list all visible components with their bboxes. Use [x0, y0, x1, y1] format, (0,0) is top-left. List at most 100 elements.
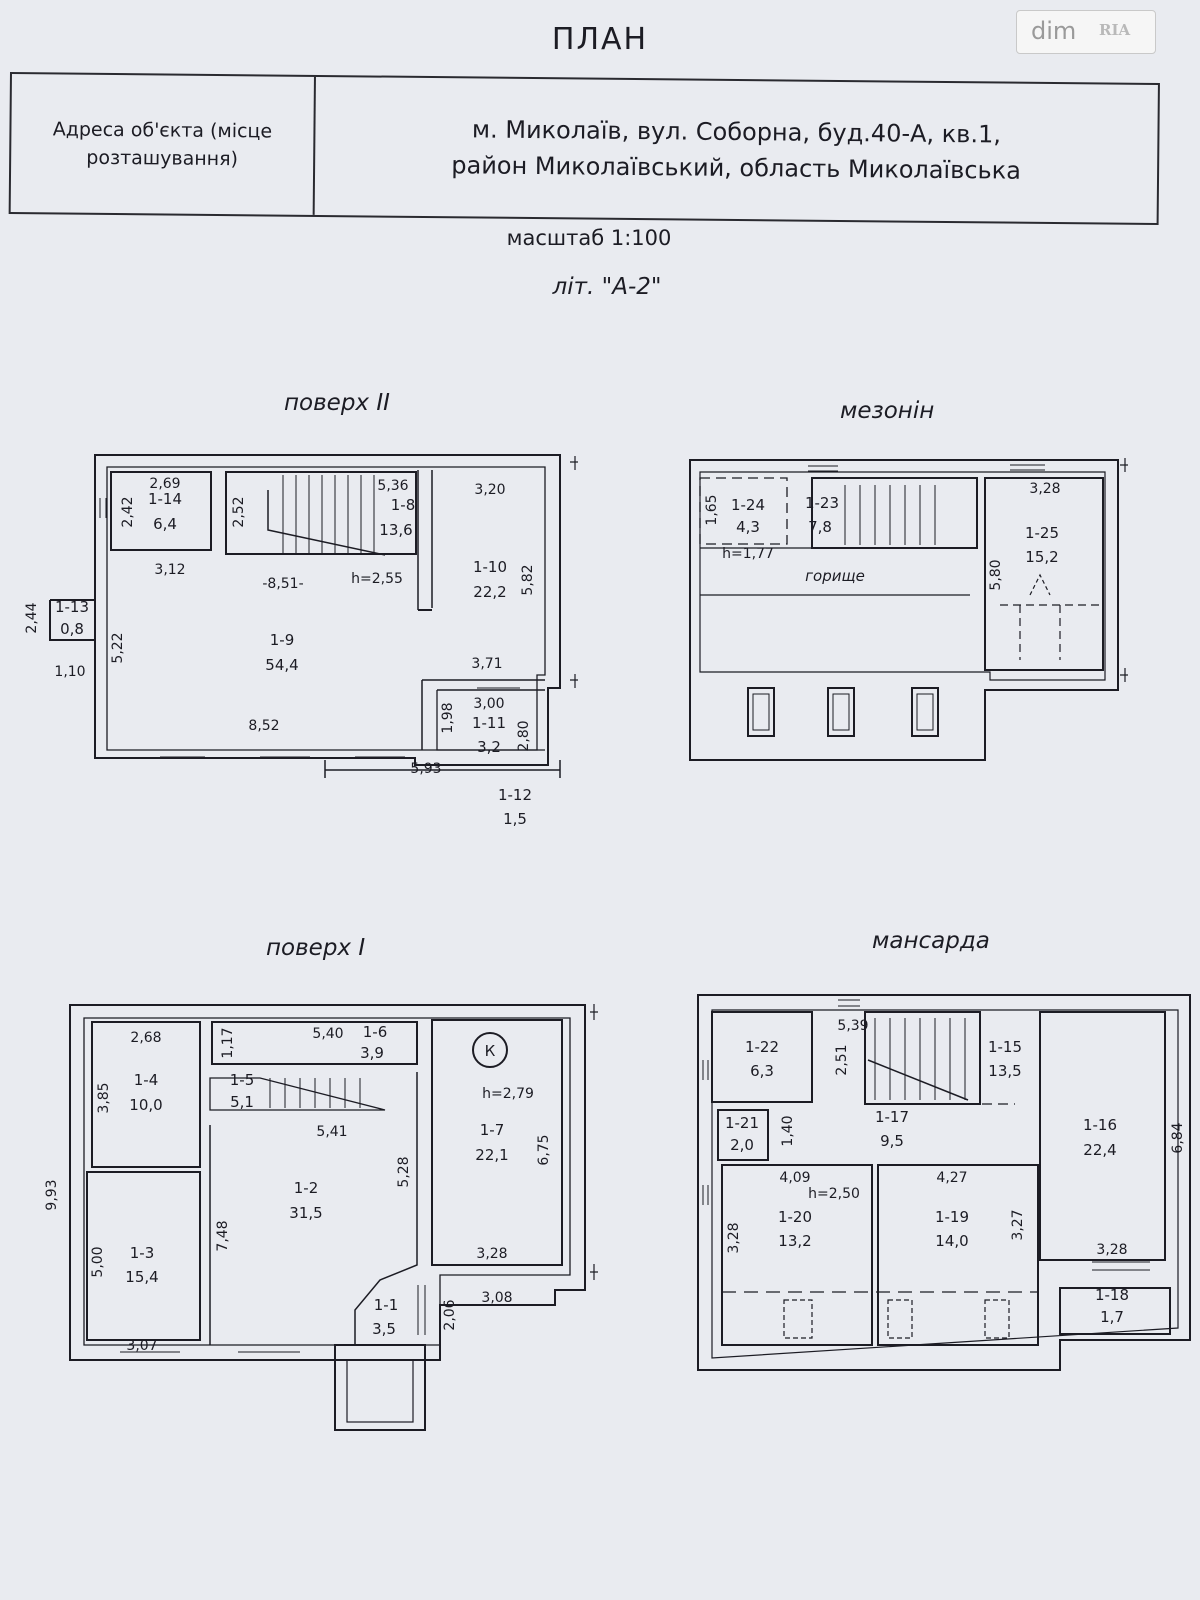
room-1-15-area: 13,5: [988, 1062, 1021, 1080]
dim-floor1-12: 3,08: [481, 1290, 512, 1306]
mezzanine-skylight-1: [747, 687, 775, 737]
floor1-plan: [69, 1004, 598, 1431]
plan-title: ПЛАН: [551, 22, 649, 57]
attic-space-label: горище: [805, 567, 865, 585]
dim-attic-8: 6,84: [1170, 1122, 1186, 1153]
room-1-19-outline: [877, 1164, 1039, 1346]
room-1-25-area: 15,2: [1025, 548, 1058, 566]
dim-mezz-2: 3,28: [1029, 481, 1060, 497]
room-1-12-area: 1,5: [503, 810, 527, 828]
mezzanine-plan: [689, 458, 1128, 761]
room-1-21-outline: [717, 1109, 769, 1161]
room-1-4-outline: [91, 1021, 201, 1168]
room-1-14-id: 1-14: [148, 490, 182, 508]
room-1-6-id: 1-6: [363, 1023, 388, 1041]
dim-ria-watermark: dim RIA: [1016, 10, 1156, 54]
dim-attic-1: 2,51: [834, 1044, 850, 1075]
dim-attic-6: 3,28: [726, 1222, 742, 1253]
room-1-8-area: 13,6: [379, 521, 412, 539]
room-1-20-area: 13,2: [778, 1232, 811, 1250]
room-1-1-area: 3,5: [372, 1320, 396, 1338]
room-1-9-id: 1-9: [270, 631, 295, 649]
room-1-5-area: 5,1: [230, 1093, 254, 1111]
mezzanine-skylight-2: [827, 687, 855, 737]
dim-floor1-4: h=2,79: [482, 1086, 534, 1102]
dim-floor2-3: 5,36: [377, 478, 408, 494]
room-1-9-area: 54,4: [265, 656, 298, 674]
dim-floor2-13: 3,00: [473, 696, 504, 712]
dim-floor2-12: 3,71: [471, 656, 502, 672]
watermark-dim-text: dim: [1031, 17, 1077, 45]
room-1-25-outline: [984, 477, 1104, 671]
dim-floor2-16: 8,52: [248, 718, 279, 734]
dim-attic-7: 3,27: [1010, 1209, 1026, 1240]
room-1-6-outline: [211, 1021, 418, 1065]
scale-label: масштаб 1:100: [506, 226, 672, 250]
dim-floor2-10: 5,22: [110, 632, 126, 663]
mezzanine-title: мезонін: [840, 398, 935, 424]
dim-floor1-14: 2,06: [442, 1299, 458, 1330]
dim-floor2-0: 2,69: [149, 476, 180, 492]
room-1-4-area: 10,0: [129, 1096, 162, 1114]
dim-floor1-0: 2,68: [130, 1030, 161, 1046]
floor2-title: поверх II: [284, 390, 390, 416]
room-1-19-area: 14,0: [935, 1232, 968, 1250]
room-1-4-id: 1-4: [134, 1071, 159, 1089]
litera-label: літ. "А-2": [552, 274, 662, 300]
room-1-10-id: 1-10: [473, 558, 507, 576]
dim-floor2-7: h=2,55: [351, 571, 403, 587]
room-1-7-id: 1-7: [480, 1121, 505, 1139]
floor2-plan: [49, 454, 578, 778]
room-1-20-id: 1-20: [778, 1208, 812, 1226]
porch-outline: [334, 1344, 426, 1431]
room-1-20-outline: [721, 1164, 873, 1346]
dim-floor1-13: 3,07: [126, 1338, 157, 1354]
room-1-22-area: 6,3: [750, 1062, 774, 1080]
room-1-21-id: 1-21: [725, 1114, 759, 1132]
dim-floor1-2: 5,40: [312, 1026, 343, 1042]
dim-mezz-0: 1,65: [704, 494, 720, 525]
room-1-17-id: 1-17: [875, 1108, 909, 1126]
dim-attic-4: h=2,50: [808, 1186, 860, 1202]
room-1-22-id: 1-22: [745, 1038, 779, 1056]
room-1-22-outline: [711, 1011, 813, 1103]
room-1-15-id: 1-15: [988, 1038, 1022, 1056]
room-1-1-id: 1-1: [374, 1296, 399, 1314]
dim-floor1-7: 9,93: [44, 1179, 60, 1210]
room-1-3-area: 15,4: [125, 1268, 158, 1286]
dim-floor2-9: 2,44: [24, 602, 40, 633]
room-1-23-area: 7,8: [808, 518, 832, 536]
dim-floor2-8: 5,82: [520, 564, 536, 595]
room-1-8-id: 1-8: [391, 496, 416, 514]
dim-floor1-1: 1,17: [220, 1027, 236, 1058]
dim-floor2-11: 1,10: [54, 664, 85, 680]
room-1-12-id: 1-12: [498, 786, 532, 804]
room-1-15-outline: [864, 1011, 981, 1105]
room-1-19-id: 1-19: [935, 1208, 969, 1226]
dim-floor1-11: 3,28: [476, 1246, 507, 1262]
room-1-18-id: 1-18: [1095, 1286, 1129, 1304]
room-1-24-area: 4,3: [736, 518, 760, 536]
watermark-ria-logo: RIA: [1099, 21, 1131, 39]
room-1-11-id: 1-11: [472, 714, 506, 732]
room-1-24-id: 1-24: [731, 496, 765, 514]
room-1-3-id: 1-3: [130, 1244, 155, 1262]
boiler-circle: [472, 1032, 508, 1068]
boiler-mark: К: [485, 1042, 496, 1060]
floor1-title: поверх I: [266, 935, 366, 961]
room-1-14-outline: [110, 471, 212, 551]
dim-floor1-3: 3,85: [96, 1082, 112, 1113]
room-1-16-outline: [1039, 1011, 1166, 1261]
room-1-25-id: 1-25: [1025, 524, 1059, 542]
dim-mezz-1: h=1,77: [722, 546, 774, 562]
room-1-2-id: 1-2: [294, 1179, 319, 1197]
room-1-5-id: 1-5: [230, 1071, 255, 1089]
dim-mezz-3: 5,80: [988, 559, 1004, 590]
dim-attic-5: 4,27: [936, 1170, 967, 1186]
room-1-18-outline: [1059, 1287, 1171, 1335]
dim-floor1-6: 5,28: [396, 1156, 412, 1187]
dim-floor2-15: 2,80: [516, 720, 532, 751]
room-1-11-area: 3,2: [477, 738, 501, 756]
